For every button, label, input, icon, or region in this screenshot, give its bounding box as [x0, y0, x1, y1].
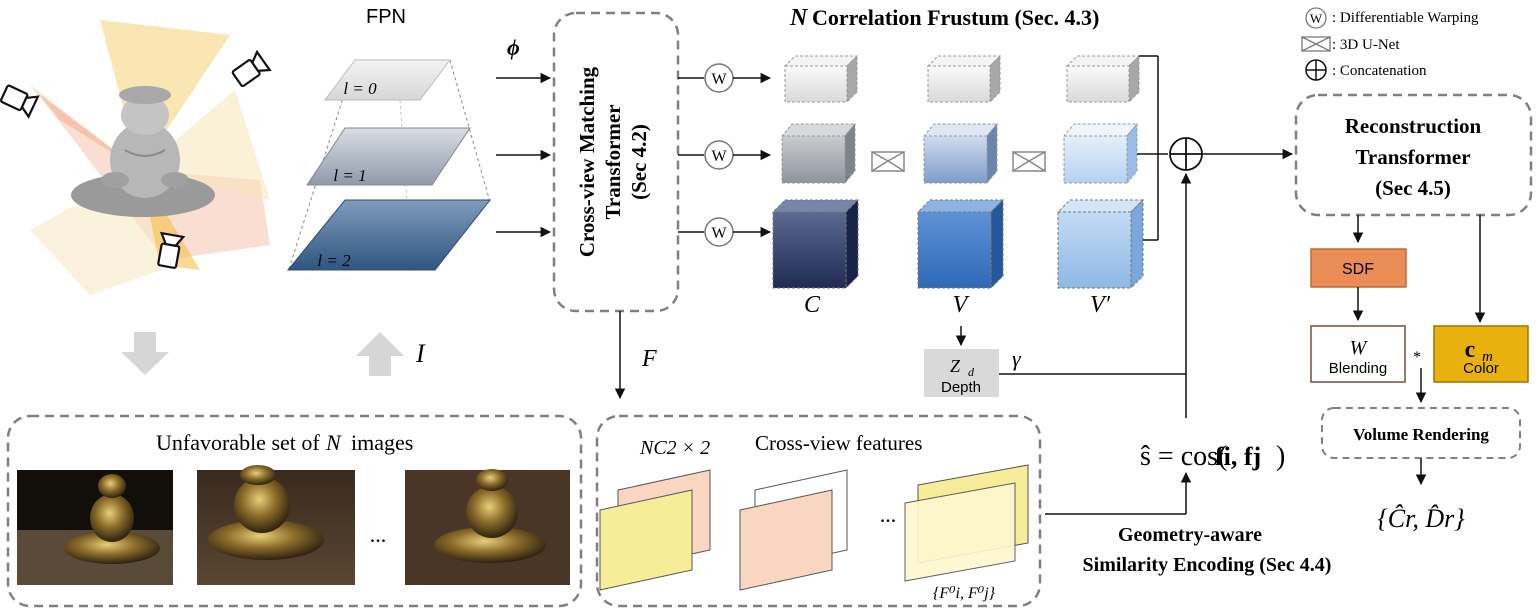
- legend-warp-text: : Differentiable Warping: [1332, 10, 1479, 26]
- similarity-formula-lhs: ŝ = cos(: [1140, 441, 1227, 472]
- star-symbol: *: [1413, 349, 1421, 366]
- sdf-label: SDF: [1342, 261, 1374, 278]
- depth-symbol: Z: [950, 356, 961, 376]
- warp-nodes: [678, 63, 772, 247]
- cube-vprime-level-1: [1062, 122, 1139, 185]
- input-image-symbol: I: [415, 339, 426, 368]
- cube-vprime-level-0: [1065, 54, 1141, 104]
- fpn-title: FPN: [366, 6, 406, 28]
- cube-c-level-2: [771, 198, 860, 290]
- color-subscript: m: [1482, 349, 1493, 365]
- scene-illustration: [0, 20, 272, 295]
- input-photo: [405, 469, 570, 585]
- similarity-label-line1: Geometry-aware: [1118, 524, 1262, 546]
- camera-icon: [157, 231, 186, 269]
- blending-symbol: W: [1350, 337, 1369, 359]
- depth-subscript: d: [968, 365, 975, 379]
- camera-icon: [0, 84, 40, 119]
- cube-label-v: V: [953, 292, 970, 318]
- legend-warp-symbol: W: [1310, 11, 1323, 26]
- fpn-pyramid: [286, 59, 492, 273]
- input-photo: [197, 465, 355, 585]
- cube-vprime-level-2: [1056, 198, 1145, 290]
- cross-view-transformer-label: Cross-view Matching Transformer (Sec 4.2…: [575, 66, 651, 257]
- legend-concat-text: : Concatenation: [1332, 63, 1427, 79]
- images-panel-title-pre: Unfavorable set of: [156, 430, 320, 455]
- gamma-symbol: γ: [1012, 346, 1022, 371]
- depth-box: [924, 349, 999, 397]
- legend-unet-text: : 3D U-Net: [1332, 37, 1400, 53]
- feature-pair: [739, 469, 848, 591]
- warp-symbol: W: [711, 148, 727, 165]
- cube-v-level-2: [916, 198, 1005, 290]
- reconstruction-transformer-box: [1294, 93, 1533, 217]
- feature-pair-label: {F⁰i, F⁰j}: [933, 585, 996, 602]
- gray-down-arrow: [121, 332, 169, 375]
- unet-icon: [871, 150, 905, 173]
- similarity-formula-args: fi, fj: [1215, 442, 1261, 471]
- features-ellipsis: ...: [880, 502, 897, 527]
- svg-text:Cross-view Matching: Cross-view Matching: [575, 66, 599, 257]
- feature-pair: [904, 464, 1029, 582]
- color-label: Color: [1463, 360, 1499, 377]
- fpn-level-2-label: l = 2: [317, 251, 351, 270]
- phi-symbol: ϕ: [507, 35, 520, 60]
- feature-pair: [599, 469, 711, 591]
- sdf-box: [1310, 248, 1407, 288]
- concat-icon: [1305, 59, 1327, 81]
- images-panel-title-var: N: [325, 430, 342, 455]
- depth-label: Depth: [941, 379, 981, 396]
- svg-text:Transformer: Transformer: [601, 104, 625, 219]
- volume-rendering-label: Volume Rendering: [1353, 425, 1489, 444]
- unet-icon: [1012, 150, 1046, 173]
- legend: W : Differentiable Warping : 3D U-Net : …: [1301, 7, 1479, 81]
- gray-up-arrow: [356, 332, 404, 376]
- color-box: [1433, 325, 1529, 383]
- reconstruction-transformer-line3: (Sec 4.5): [1375, 176, 1451, 200]
- input-photo: [17, 470, 173, 585]
- images-ellipsis: ...: [370, 522, 387, 547]
- concat-connectors: [1137, 55, 1168, 241]
- warp-icon: [1305, 7, 1327, 29]
- blending-box: [1310, 325, 1406, 383]
- similarity-close-paren: ): [1276, 441, 1285, 472]
- warp-symbol: W: [711, 71, 727, 88]
- fpn-level-0: [324, 59, 451, 101]
- similarity-label-line2: Similarity Encoding (Sec 4.4): [1083, 554, 1332, 576]
- fpn-level-1: [306, 127, 471, 186]
- svg-text:(Sec 4.2): (Sec 4.2): [627, 124, 651, 200]
- reconstruction-transformer-line1: Reconstruction: [1345, 114, 1482, 138]
- cube-v-level-0: [926, 54, 1002, 104]
- fpn-level-1-label: l = 1: [333, 166, 366, 185]
- fpn-level-0-label: l = 0: [343, 79, 377, 98]
- cube-label-c: C: [804, 292, 821, 318]
- frustum-title-var: N: [789, 5, 809, 31]
- reconstruction-transformer-line2: Transformer: [1355, 145, 1470, 169]
- concat-icon: [1169, 137, 1203, 171]
- render-output: {Ĉr, D̂r}: [1377, 504, 1465, 533]
- blending-label: Blending: [1329, 360, 1387, 377]
- camera-icon: [231, 49, 272, 88]
- color-symbol: c: [1465, 337, 1476, 363]
- cube-v-level-1: [922, 122, 999, 185]
- cube-label-vprime: V′: [1090, 292, 1111, 318]
- frog-statue-mesh: [71, 86, 215, 217]
- feature-symbol: F: [641, 346, 657, 372]
- cross-view-transformer-box: [552, 11, 680, 313]
- images-panel-title-post: images: [351, 430, 413, 455]
- unet-icon: [1301, 35, 1331, 53]
- features-panel-title: Cross-view features: [755, 431, 922, 455]
- cube-c-level-1: [780, 122, 857, 185]
- features-panel-comb: NC2 × 2: [639, 437, 710, 459]
- fpn-level-2: [286, 199, 492, 271]
- cube-c-level-0: [783, 54, 859, 104]
- warp-symbol: W: [711, 225, 727, 242]
- frustum-title: Correlation Frustum (Sec. 4.3): [812, 5, 1099, 30]
